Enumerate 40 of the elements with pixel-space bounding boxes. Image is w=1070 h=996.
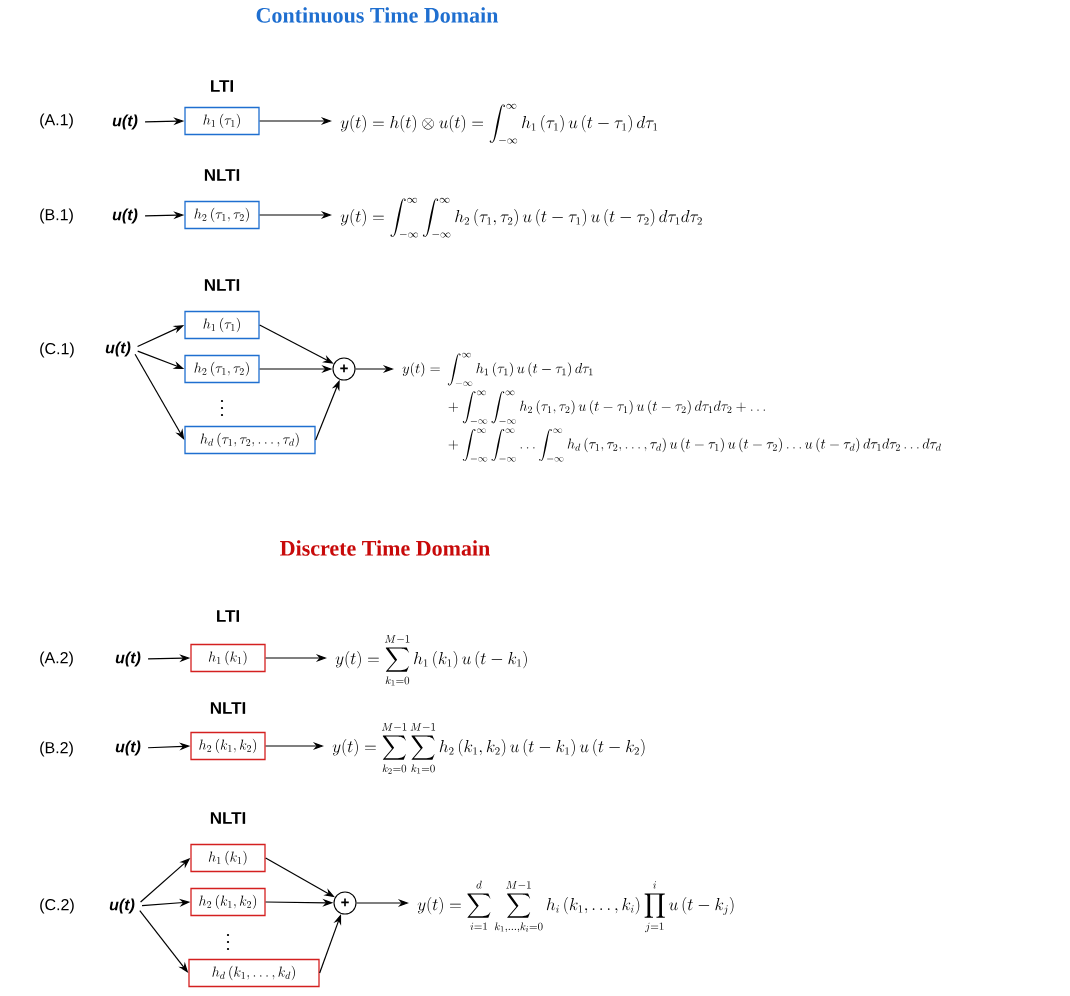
row-label: (C.1) [40,342,74,358]
equation: $y(t) = \sum_{k_2=0}^{M-1}\sum_{k_1=0}^{M-1} h_2\left(k_1,k_2\right) u\left(t-k_1\right) u\left(t-k_2\right)$ [332,722,645,774]
equation: $y(t) = h(t) \otimes u(t) = \int_{-\infty}^{\infty} h_1\left(\tau_1\right) u\left(t-\tau_1\right) d\tau_1$ [340,103,658,144]
summing-junction: + [332,357,356,381]
system-box: $h_2\left(\tau_1,\tau_2\right)$ [184,200,260,230]
input-label: u(t) [105,341,131,357]
system-box: $h_d\left(k_1,\ldots,k_d\right)$ [188,958,320,988]
summing-junction: + [333,891,357,915]
system-box: $h_2\left(k_1,k_2\right)$ [190,887,266,917]
row-label: (B.1) [40,208,73,224]
system-box: $h_1\left(\tau_1\right)$ [184,310,260,340]
row-label: (A.2) [40,651,73,667]
system-box: $h_1\left(\tau_1\right)$ [184,106,260,136]
equation: $y(t) = \sum_{k_1=0}^{M-1} h_1\left(k_1\right) u\left(t-k_1\right)$ [335,634,527,686]
equation: $\begin{aligned}[t] y(t) = {} & \int_{-\infty}^{\infty} h_1\left(\tau_1\right) u\left(t-\tau_1\right) d\tau_1 \\ & + \int_{-\infty}^{\infty}\int_{-\infty}^{\infty} h_2\left(\tau_1,\tau_2\right) u\left(t-\tau_1\right) u\left(t-\tau_2\right) d\tau_1 d\tau_2 + \ldots \\ & + \int_{-\infty}^{\infty}\int_{-\infty}^{\infty}\ldots\int_{-\infty}^{\infty} h_d\left(\tau_1,\tau_2,\ldots,\tau_d\right) u\left(t-\tau_1\right) u\left(t-\tau_2\right)\ldots u\left(t-\tau_d\right) d\tau_1 d\tau_2\ldots d\tau_d \end{aligned}$ [402,352,941,462]
section-title: Discrete Time Domain [280,540,490,556]
system-type-label: NLTI [210,702,246,714]
system-box: $h_1\left(k_1\right)$ [190,843,266,873]
system-box: $h_d\left(\tau_1,\tau_2,\ldots,\tau_d\right)$ [184,425,316,455]
input-label: u(t) [112,114,138,130]
arrow [134,353,185,440]
equation: $y(t) = \sum_{i=1}^{d}\sum_{k_1,\ldots,k_i=0}^{M-1} h_i\left(k_1,\ldots,k_i\right) \prod_{j=1}^{i} u\left(t-k_j\right)$ [417,880,734,933]
system-type-label: NLTI [210,812,246,824]
row-label: (C.2) [40,898,74,914]
equation: $y(t) = \int_{-\infty}^{\infty}\int_{-\infty}^{\infty} h_2\left(\tau_1,\tau_2\right) u\left(t-\tau_1\right) u\left(t-\tau_2\right) d\tau_1 d\tau_2$ [340,197,702,238]
input-label: u(t) [109,898,135,914]
row-label: (B.2) [40,741,73,757]
system-box: $h_1\left(k_1\right)$ [190,643,266,673]
input-label: u(t) [115,651,141,667]
system-type-label: NLTI [204,279,240,291]
row-label: (A.1) [40,113,73,129]
system-box: $h_2\left(\tau_1,\tau_2\right)$ [184,354,260,384]
system-type-label: NLTI [204,169,240,181]
system-type-label: LTI [217,610,239,622]
input-label: u(t) [115,740,141,756]
arrow [265,857,335,898]
system-box: $h_2\left(k_1,k_2\right)$ [190,731,266,761]
system-type-label: LTI [211,80,233,92]
section-title: Continuous Time Domain [256,7,499,23]
input-label: u(t) [112,208,138,224]
